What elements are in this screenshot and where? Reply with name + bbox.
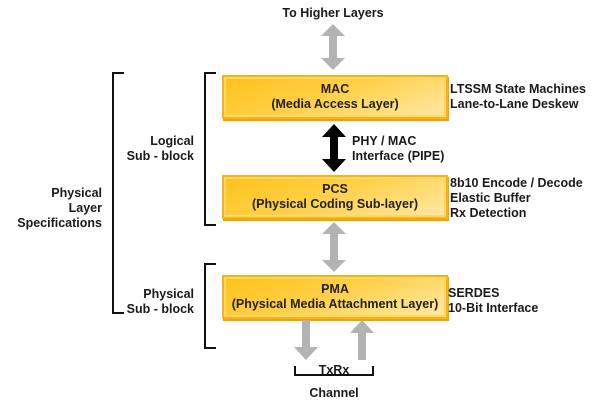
txrx-label: TxRx [318, 363, 350, 377]
tx-arrow [294, 320, 318, 360]
pcs-functions: 8b10 Encode / Decode Elastic Buffer Rx D… [450, 176, 583, 220]
physical-layer-label: Physical Layer Specifications [17, 186, 102, 230]
channel-label: Channel [309, 386, 359, 400]
mac-block: MAC (Media Access Layer) [222, 75, 448, 119]
physical-layer-bracket [112, 72, 124, 314]
interface-label: PHY / MAC Interface (PIPE) [352, 134, 445, 163]
physical-subblock-bracket [204, 263, 216, 349]
pcs-pma-arrow [322, 222, 346, 272]
rx-arrow [350, 320, 374, 360]
mac-functions: LTSSM State Machines Lane-to-Lane Deskew [450, 82, 586, 111]
pcs-block: PCS (Physical Coding Sub-layer) [222, 175, 448, 219]
top-label: To Higher Layers [282, 6, 384, 20]
channel-bracket [294, 366, 374, 376]
higher-layers-arrow [321, 24, 345, 70]
logical-subblock-label: Logical Sub - block [126, 134, 194, 163]
logical-subblock-bracket [204, 72, 216, 226]
physical-subblock-label: Physical Sub - block [126, 287, 194, 316]
pipe-interface-arrow [322, 124, 346, 172]
pma-block: PMA (Physical Media Attachment Layer) [222, 275, 448, 319]
pma-functions: SERDES 10-Bit Interface [448, 286, 539, 315]
